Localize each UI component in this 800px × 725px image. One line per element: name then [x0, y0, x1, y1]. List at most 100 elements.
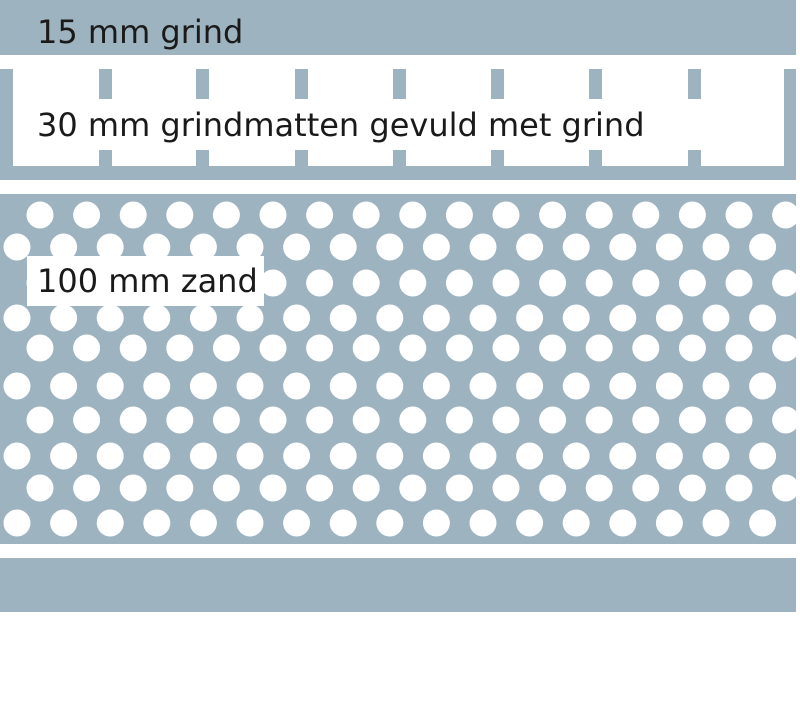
- sand-dot: [632, 201, 660, 229]
- sand-dot: [469, 442, 497, 470]
- sand-dot: [632, 334, 660, 362]
- sand-dot: [749, 509, 777, 537]
- sand-dot: [772, 474, 800, 502]
- sand-dot: [50, 304, 78, 332]
- sand-dot: [189, 304, 217, 332]
- mat-stud: [99, 69, 112, 99]
- gravel-layer-fill: [0, 0, 796, 55]
- sand-dot: [3, 442, 31, 470]
- sand-dot: [749, 442, 777, 470]
- sand-dot: [283, 509, 311, 537]
- sand-dot: [749, 233, 777, 261]
- sand-dot: [445, 269, 473, 297]
- sand-dot: [772, 201, 800, 229]
- sand-dot: [539, 201, 567, 229]
- sand-dot: [26, 406, 54, 434]
- sand-layer: 100 mm zand: [0, 194, 800, 544]
- sand-dot: [749, 304, 777, 332]
- sand-dot: [632, 406, 660, 434]
- sand-dot: [189, 372, 217, 400]
- sand-dot: [445, 201, 473, 229]
- sand-dot: [609, 233, 637, 261]
- sand-dot: [352, 201, 380, 229]
- sand-dot: [539, 269, 567, 297]
- sand-dot: [445, 406, 473, 434]
- sand-dot: [492, 474, 520, 502]
- sand-dot: [189, 509, 217, 537]
- sand-dot: [189, 442, 217, 470]
- sand-dot: [725, 334, 753, 362]
- sand-dot: [562, 509, 590, 537]
- sand-dot: [212, 474, 240, 502]
- sand-pattern: [3, 201, 800, 537]
- sand-dot: [166, 201, 194, 229]
- base-layer: [0, 558, 796, 612]
- sand-dot: [26, 334, 54, 362]
- sand-dot: [212, 334, 240, 362]
- sand-dot: [73, 201, 101, 229]
- sand-dot: [26, 201, 54, 229]
- sand-dot: [329, 509, 357, 537]
- sand-dot: [632, 474, 660, 502]
- sand-dot: [73, 406, 101, 434]
- sand-dot: [399, 474, 427, 502]
- mat-stud: [688, 150, 701, 166]
- sand-dot: [143, 442, 171, 470]
- sand-dot: [516, 509, 544, 537]
- sand-dot: [376, 509, 404, 537]
- sand-dot: [376, 372, 404, 400]
- sand-dot: [678, 334, 706, 362]
- sand-dot: [96, 509, 124, 537]
- sand-dot: [329, 372, 357, 400]
- sand-dot: [492, 406, 520, 434]
- sand-dot: [236, 509, 264, 537]
- sand-layer-label: 100 mm zand: [37, 262, 258, 300]
- sand-dot: [655, 233, 683, 261]
- sand-dot: [725, 474, 753, 502]
- sand-dot: [469, 509, 497, 537]
- sand-dot: [283, 233, 311, 261]
- sand-dot: [329, 233, 357, 261]
- sand-dot: [585, 201, 613, 229]
- sand-dot: [678, 269, 706, 297]
- sand-dot: [585, 406, 613, 434]
- mat-stud: [491, 69, 504, 99]
- sand-dot: [96, 442, 124, 470]
- sand-dot: [399, 201, 427, 229]
- sand-dot: [632, 269, 660, 297]
- sand-dot: [236, 372, 264, 400]
- sand-dot: [609, 304, 637, 332]
- sand-dot: [236, 442, 264, 470]
- gravel-mats-layer: 30 mm grindmatten gevuld met grind: [0, 69, 796, 180]
- sand-dot: [96, 372, 124, 400]
- sand-dot: [609, 509, 637, 537]
- mat-stud: [589, 69, 602, 99]
- sand-label-box: [27, 256, 264, 306]
- mat-stud: [196, 150, 209, 166]
- sand-dot: [772, 269, 800, 297]
- sand-dot: [143, 509, 171, 537]
- sand-dot: [143, 233, 171, 261]
- sand-dot: [492, 201, 520, 229]
- sand-dot: [772, 334, 800, 362]
- sand-dot: [352, 474, 380, 502]
- sand-dot: [259, 406, 287, 434]
- mat-stud: [491, 150, 504, 166]
- sand-dot: [236, 304, 264, 332]
- sand-dot: [585, 474, 613, 502]
- sand-dot: [539, 406, 567, 434]
- sand-dot: [445, 334, 473, 362]
- sand-dot: [399, 334, 427, 362]
- sand-dot: [119, 474, 147, 502]
- sand-dot: [562, 442, 590, 470]
- mat-stud: [589, 150, 602, 166]
- sand-dot: [166, 334, 194, 362]
- sand-dot: [306, 474, 334, 502]
- sand-dot: [376, 304, 404, 332]
- base-layer-fill: [0, 558, 796, 612]
- sand-dot: [702, 233, 730, 261]
- sand-dot: [678, 201, 706, 229]
- sand-dot: [73, 474, 101, 502]
- sand-dot: [678, 406, 706, 434]
